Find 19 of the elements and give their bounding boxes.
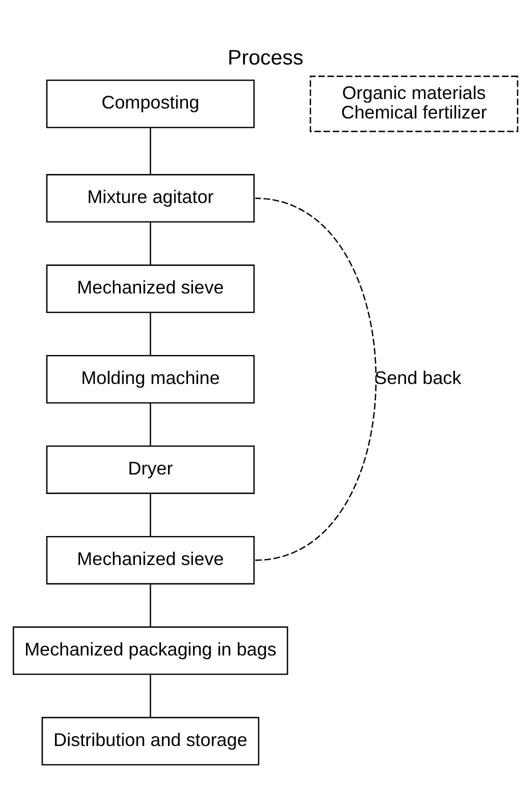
node-box: Organic materials Chemical fertilizer bbox=[310, 76, 518, 132]
node-box: Distribution and storage bbox=[42, 716, 260, 766]
connector bbox=[150, 222, 152, 265]
node-box: Dryer bbox=[46, 445, 255, 494]
connector bbox=[150, 494, 152, 536]
node-box: Mechanized sieve bbox=[46, 536, 255, 584]
diagram-title: Process bbox=[228, 46, 304, 70]
connector bbox=[150, 128, 152, 175]
node-box: Mechanized packaging in bags bbox=[12, 626, 288, 675]
node-box: Mixture agitator bbox=[46, 174, 255, 223]
node-box: Composting bbox=[46, 80, 255, 128]
edge-label: Send back bbox=[374, 367, 462, 388]
connector bbox=[255, 198, 376, 561]
node-box: Molding machine bbox=[46, 354, 255, 404]
connector bbox=[150, 403, 152, 446]
connector bbox=[150, 312, 152, 356]
connector bbox=[150, 584, 152, 626]
node-box: Mechanized sieve bbox=[46, 264, 255, 314]
connector bbox=[150, 674, 152, 717]
